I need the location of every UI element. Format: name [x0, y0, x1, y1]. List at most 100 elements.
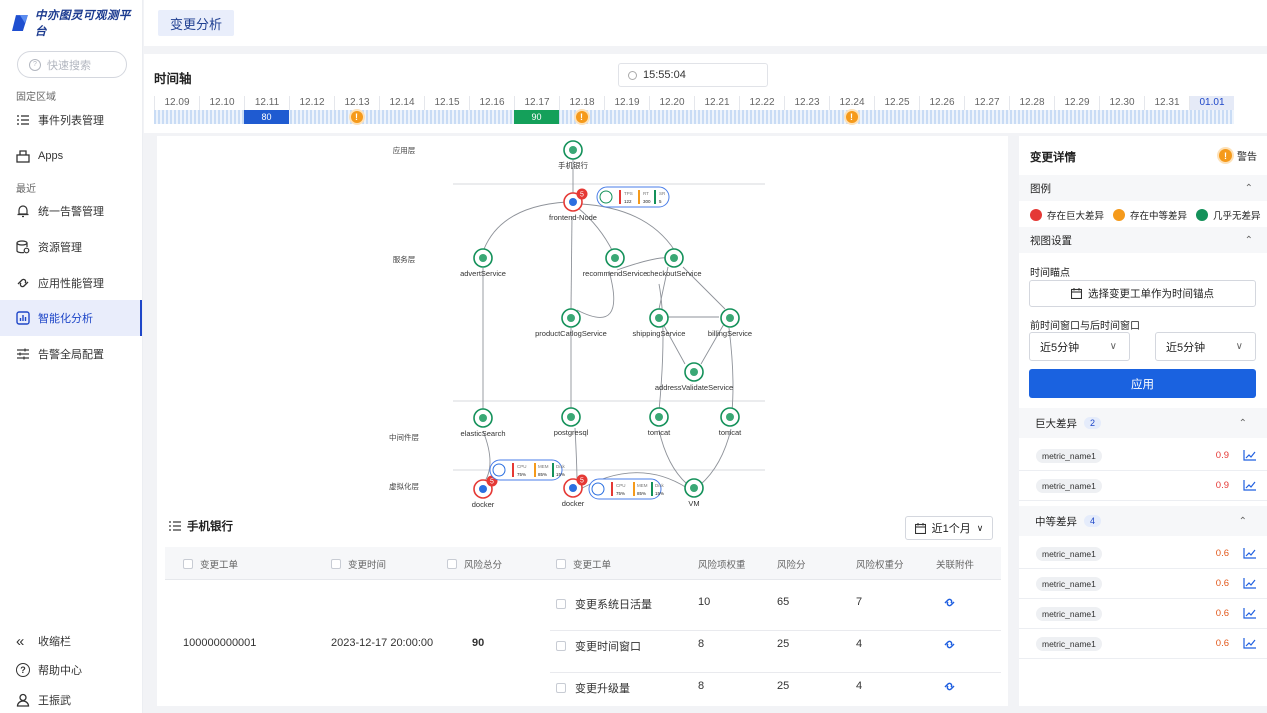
timeline-date[interactable]: 12.13 [334, 96, 379, 110]
calendar-icon [1071, 288, 1082, 299]
date-range-select[interactable]: 近1个月 ∨ [905, 516, 993, 540]
topology-node[interactable]: shippingService [633, 308, 686, 338]
timeline-change-block[interactable]: 80 [244, 110, 289, 124]
page-tab[interactable]: 变更分析 [158, 10, 235, 36]
legend-section-header[interactable]: 图例 ⌃ [1019, 175, 1267, 201]
apply-button[interactable]: 应用 [1029, 369, 1256, 398]
topology-node[interactable]: advertService [460, 248, 506, 278]
timeline-date[interactable]: 12.12 [289, 96, 334, 110]
header-checkbox[interactable] [331, 558, 341, 569]
search-input[interactable]: ? 快速搜索 [17, 51, 127, 78]
timeline-date[interactable]: 01.01 [1189, 96, 1234, 110]
timeline-date[interactable]: 12.28 [1009, 96, 1054, 110]
sidebar-item-apm[interactable]: 应用性能管理 [0, 265, 142, 301]
timeline-date[interactable]: 12.15 [424, 96, 469, 110]
timeline-date[interactable]: 12.23 [784, 96, 829, 110]
timeline-warning-icon[interactable]: ! [350, 111, 363, 123]
trend-chart-icon[interactable] [1243, 548, 1256, 559]
sidebar-item-alarm[interactable]: 统一告警管理 [0, 193, 142, 229]
row-checkbox[interactable] [556, 599, 566, 609]
topology-node[interactable]: checkoutService [646, 248, 702, 278]
trend-chart-icon[interactable] [1243, 638, 1256, 649]
timeline-date[interactable]: 12.17 [514, 96, 559, 110]
timeline-date[interactable]: 12.11 [244, 96, 289, 110]
risk-item-name: 变更升级量 [556, 680, 630, 696]
metric-score: 0.6 [1215, 548, 1229, 559]
risk-weight-score: 4 [856, 680, 863, 692]
timeline-change-block[interactable]: 90 [514, 110, 559, 124]
list-icon [169, 521, 181, 531]
timeline-warning-icon[interactable]: ! [575, 111, 588, 123]
timeline-date[interactable]: 12.20 [649, 96, 694, 110]
help-center-button[interactable]: ? 帮助中心 [0, 652, 142, 688]
timeline-date[interactable]: 12.27 [964, 96, 1009, 110]
sidebar-item-event-list[interactable]: 事件列表管理 [0, 102, 142, 138]
row-checkbox[interactable] [556, 683, 566, 693]
timeline-date[interactable]: 12.18 [559, 96, 604, 110]
sidebar-item-apps[interactable]: Apps [0, 138, 142, 174]
topology-node[interactable]: recommendService [583, 248, 648, 278]
attachment-link-icon[interactable] [943, 638, 956, 651]
timeline-track[interactable]: 80 90!!! [154, 110, 1234, 124]
timeline-date[interactable]: 12.25 [874, 96, 919, 110]
timeline-date[interactable]: 12.16 [469, 96, 514, 110]
user-menu[interactable]: 王振武 [0, 682, 142, 713]
trend-chart-icon[interactable] [1243, 578, 1256, 589]
row-checkbox[interactable] [556, 641, 566, 651]
trend-chart-icon[interactable] [1243, 480, 1256, 491]
topology-node[interactable]: tomcat [648, 407, 671, 437]
topology-node[interactable]: VM [684, 478, 704, 508]
timeline-date[interactable]: 12.10 [199, 96, 244, 110]
service-icon [670, 254, 678, 262]
trend-chart-icon[interactable] [1243, 608, 1256, 619]
window-after-select[interactable]: 近5分钟 ∨ [1155, 332, 1256, 361]
collapse-sidebar-button[interactable]: « 收缩栏 [0, 623, 142, 659]
topology-node[interactable]: 手机银行 [558, 140, 588, 170]
header-checkbox[interactable] [556, 558, 566, 569]
timeline-date[interactable]: 12.26 [919, 96, 964, 110]
header-checkbox[interactable] [447, 558, 457, 569]
topology-node[interactable]: tomcat [719, 407, 742, 437]
timeline-date[interactable]: 12.29 [1054, 96, 1099, 110]
view-section-header[interactable]: 视图设置 ⌃ [1019, 227, 1267, 253]
topology-node[interactable]: addressValidateService [655, 362, 733, 392]
legend-item: 几乎无差异 [1213, 211, 1261, 222]
timeline-date[interactable]: 12.31 [1144, 96, 1189, 110]
timeline-date[interactable]: 12.21 [694, 96, 739, 110]
sidebar-item-label: Apps [38, 150, 64, 162]
header-checkbox[interactable] [183, 558, 193, 569]
topology-node[interactable]: postgresql [554, 407, 589, 437]
topology-node[interactable]: billingService [708, 308, 752, 338]
timeline-date[interactable]: 12.09 [154, 96, 199, 110]
sidebar-item-alarm-config[interactable]: 告警全局配置 [0, 336, 142, 372]
chevron-up-icon: ⌃ [1244, 182, 1253, 194]
app-logo[interactable]: 中亦图灵可观测平台 [10, 10, 142, 38]
trend-chart-icon[interactable] [1243, 450, 1256, 461]
time-picker[interactable]: 15:55:04 [618, 63, 768, 87]
timeline-warning-icon[interactable]: ! [845, 111, 858, 123]
timeline-date[interactable]: 12.30 [1099, 96, 1144, 110]
window-before-select[interactable]: 近5分钟 ∨ [1029, 332, 1130, 361]
sidebar-item-ai-analysis[interactable]: 智能化分析 [0, 300, 142, 336]
attachment-link-icon[interactable] [943, 596, 956, 609]
topology-node[interactable]: elasticSearch [460, 408, 506, 438]
timeline-date[interactable]: 12.19 [604, 96, 649, 110]
attachment-link-icon[interactable] [943, 680, 956, 693]
timeline-date[interactable]: 12.24 [829, 96, 874, 110]
anchor-button[interactable]: 选择变更工单作为时间锚点 [1029, 280, 1256, 307]
timeline-date[interactable]: 12.14 [379, 96, 424, 110]
sidebar-item-resource[interactable]: 资源管理 [0, 229, 142, 265]
timeline-date[interactable]: 12.22 [739, 96, 784, 110]
topology-node[interactable]: productCatlogService [535, 308, 607, 338]
